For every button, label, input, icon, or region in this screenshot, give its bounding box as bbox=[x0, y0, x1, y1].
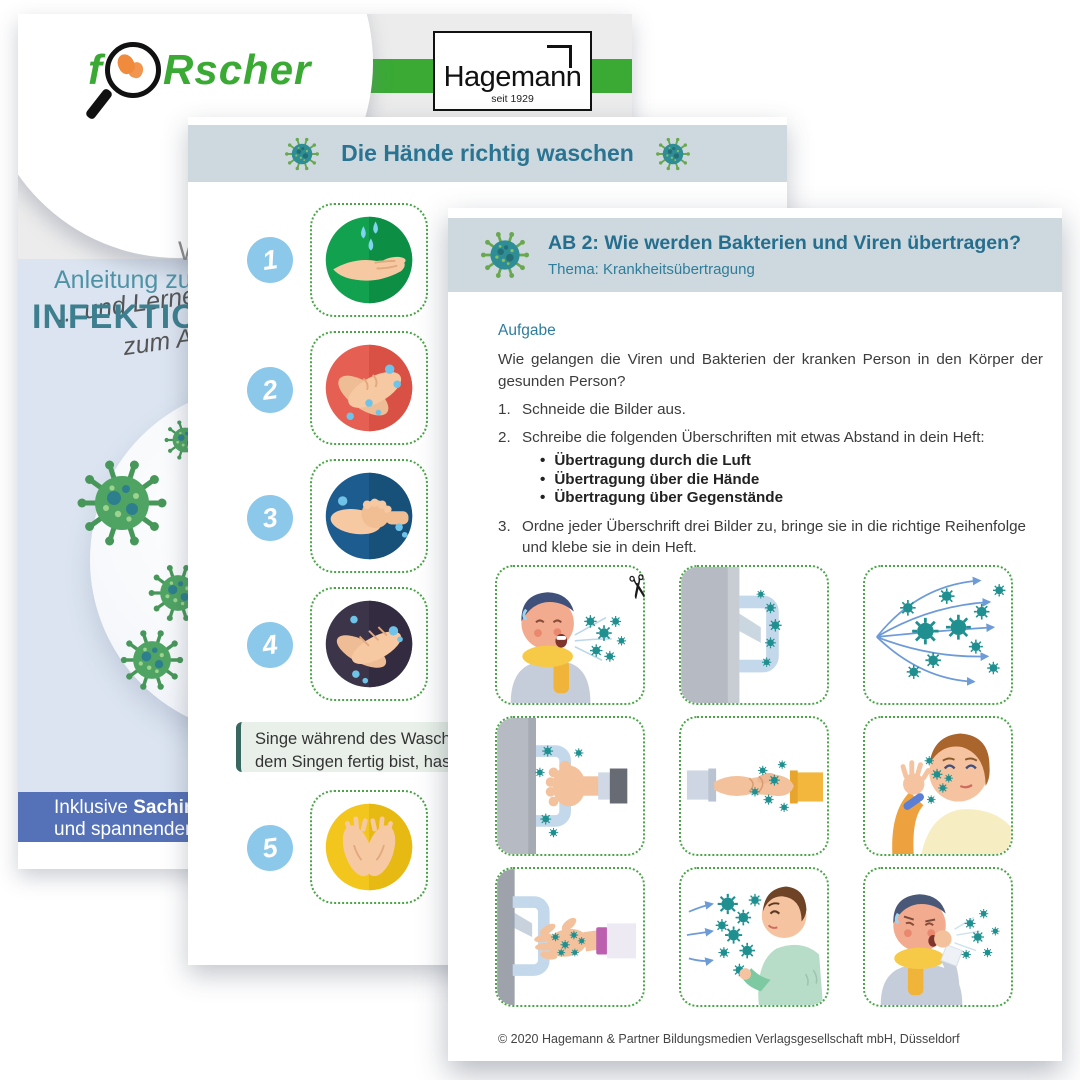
door-handle-illustration bbox=[681, 567, 783, 703]
hand-on-handle-illustration bbox=[497, 718, 628, 854]
task-step-2-number: 2. bbox=[498, 429, 511, 446]
task-step-2-text: Schreibe die folgenden Überschriften mit… bbox=[522, 429, 985, 446]
card-handshake-with-viruses bbox=[679, 716, 829, 856]
card-door-handle-with-viruses bbox=[679, 565, 829, 705]
task-question: Wie gelangen die Viren und Bakterien der… bbox=[498, 351, 1043, 391]
transmission-worksheet-page: AB 2: Wie werden Bakterien und Viren übe… bbox=[448, 208, 1062, 1061]
forscher-logo: f Rscher bbox=[84, 42, 312, 121]
note-line-1: Singe während des Waschens bbox=[255, 730, 478, 748]
step-image-scrub-backs bbox=[310, 459, 428, 573]
step-image-dry-hands bbox=[310, 790, 428, 904]
publisher-name: Hagemann bbox=[443, 61, 582, 93]
step-image-wet-hands bbox=[310, 203, 428, 317]
card-sick-person-sneezing bbox=[495, 565, 645, 705]
task-step-3-text: Ordne jeder Überschrift drei Bilder zu, … bbox=[522, 518, 1026, 557]
task-label: Aufgabe bbox=[498, 322, 556, 339]
worksheet-subtitle: Thema: Krankheitsübertragung bbox=[548, 261, 755, 278]
scrub-backs-icon bbox=[325, 472, 413, 560]
virus-icon bbox=[284, 136, 321, 171]
band-line-1-regular: Inklusive bbox=[54, 797, 134, 818]
cover-title: INFEKTIO bbox=[32, 298, 199, 336]
cover-subtitle: Anleitung zur bbox=[54, 266, 200, 294]
task-step-2: 2. Schreibe die folgenden Überschriften m… bbox=[498, 427, 1043, 448]
coughing-person-illustration bbox=[880, 894, 1001, 1005]
handshake-illustration bbox=[686, 759, 823, 813]
band-line-2-regular: und spannenden bbox=[54, 819, 201, 840]
step-number-3: 3 bbox=[244, 492, 296, 544]
forscher-logo-text-1: f bbox=[88, 46, 103, 93]
bullet-haende: Übertragung über die Hände bbox=[540, 471, 783, 490]
step-number-1: 1 bbox=[244, 234, 296, 286]
worksheet-heading-group: AB 2: Wie werden Bakterien und Viren übe… bbox=[548, 232, 1021, 278]
heading-bullet-list: Übertragung durch die Luft Übertragung ü… bbox=[540, 452, 783, 508]
task-step-1: 1. Schneide die Bilder aus. bbox=[498, 399, 1043, 420]
step-number-5: 5 bbox=[244, 822, 296, 874]
airborne-viruses-illustration bbox=[876, 576, 1007, 686]
virus-illustration-medium-2 bbox=[119, 628, 185, 692]
virus-illustration-large bbox=[72, 453, 172, 553]
dry-hands-icon bbox=[325, 803, 413, 891]
step-number-4: 4 bbox=[244, 619, 296, 671]
handwash-title: Die Hände richtig waschen bbox=[341, 140, 634, 166]
task-step-1-text: Schneide die Bilder aus. bbox=[522, 401, 686, 418]
virus-icon bbox=[479, 230, 531, 280]
worksheet-header-banner: AB 2: Wie werden Bakterien und Viren übe… bbox=[448, 218, 1062, 292]
hand-from-handle-illustration bbox=[497, 869, 637, 1005]
card-person-touching-face bbox=[863, 716, 1013, 856]
card-contaminated-hand-leaving-handle bbox=[495, 867, 645, 1007]
scrub-fingers-icon bbox=[325, 600, 413, 688]
step-image-soap-hands bbox=[310, 331, 428, 445]
task-step-3-number: 3. bbox=[498, 518, 511, 535]
card-sick-person-coughing-into-hand bbox=[863, 867, 1013, 1007]
face-touch-illustration bbox=[892, 733, 1011, 854]
wet-hands-icon bbox=[325, 216, 413, 304]
soap-hands-icon bbox=[325, 344, 413, 432]
card-hand-touching-door-handle bbox=[495, 716, 645, 856]
step-image-scrub-fingers bbox=[310, 587, 428, 701]
worksheet-title: AB 2: Wie werden Bakterien und Viren übe… bbox=[548, 232, 1021, 254]
sick-person-sneezing-illustration bbox=[510, 592, 627, 703]
virus-cloud-child-illustration bbox=[686, 886, 823, 1005]
handwash-header-banner: Die Hände richtig waschen bbox=[188, 125, 787, 182]
publisher-since: seit 1929 bbox=[491, 93, 534, 105]
magnifier-icon bbox=[84, 42, 161, 121]
butterfly-icon bbox=[116, 54, 146, 80]
forscher-logo-text-2: Rscher bbox=[163, 46, 312, 93]
bullet-gegenstaende: Übertragung über Gegenstände bbox=[540, 489, 783, 508]
copyright-footer: © 2020 Hagemann & Partner Bildungsmedien… bbox=[498, 1032, 960, 1046]
bullet-luft: Übertragung durch die Luft bbox=[540, 452, 783, 471]
corner-mark-icon bbox=[547, 45, 572, 68]
picture-grid bbox=[495, 565, 1013, 1007]
virus-icon bbox=[654, 136, 691, 171]
card-viruses-reaching-healthy-child bbox=[679, 867, 829, 1007]
task-step-1-number: 1. bbox=[498, 401, 511, 418]
card-viruses-spreading-through-air bbox=[863, 565, 1013, 705]
task-step-3: 3. Ordne jeder Überschrift drei Bilder zu… bbox=[498, 516, 1043, 559]
note-line-2: dem Singen fertig bist, hast du bbox=[255, 753, 478, 772]
publisher-logo: Hagemann seit 1929 bbox=[433, 31, 592, 111]
step-number-2: 2 bbox=[244, 364, 296, 416]
